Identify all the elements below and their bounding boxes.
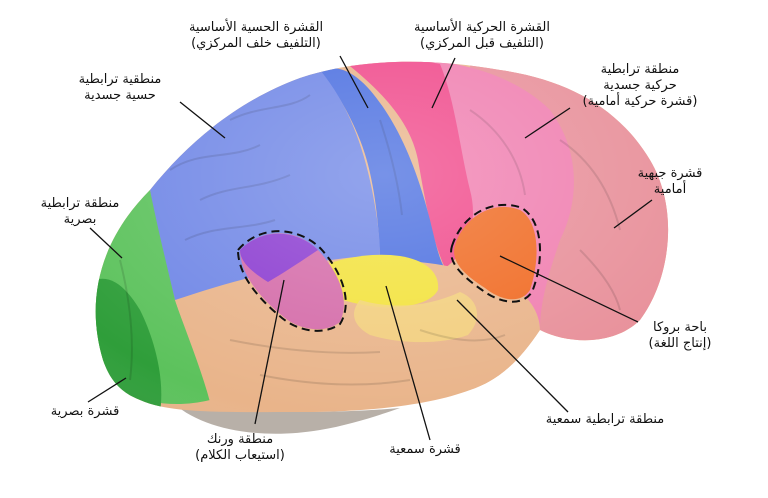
label-somatosensory-association-line1: منطقية ترابطية: [78, 72, 162, 87]
label-primary-somatosensory-line2: (التلفيف خلف المركزي): [191, 36, 321, 51]
label-prefrontal-line2: أمامية: [653, 182, 687, 197]
leader-motor-association: [524, 107, 571, 139]
label-primary-motor-line2: (التلفيف قبل المركزي): [420, 36, 544, 51]
leader-prefrontal: [613, 199, 653, 229]
label-somatosensory-association: منطقية ترابطية حسية جسدية: [55, 72, 185, 104]
label-primary-somatosensory: القشرة الحسية الأساسية (التلفيف خلف المر…: [166, 20, 346, 52]
label-visual-association-line1: منطقة ترابطية: [40, 196, 120, 211]
label-wernicke: منطقة ورنك (استيعاب الكلام): [170, 432, 310, 464]
leader-auditory-cortex: [385, 285, 431, 441]
label-auditory-cortex-line1: قشرة سمعية: [389, 442, 461, 457]
label-motor-association-line2: حركية جسدية: [603, 78, 677, 93]
leader-visual-cortex: [87, 377, 127, 403]
leader-lines: [87, 55, 653, 441]
label-motor-association-line3: (قشرة حركية أمامية): [582, 94, 698, 109]
label-motor-association: منطقة ترابطية حركية جسدية (قشرة حركية أم…: [560, 62, 720, 110]
leader-primary-motor: [431, 57, 456, 109]
label-visual-association: منطقة ترابطية بصرية: [20, 196, 140, 228]
label-primary-somatosensory-line1: القشرة الحسية الأساسية: [188, 20, 324, 35]
label-somatosensory-association-line2: حسية جسدية: [84, 88, 156, 103]
label-visual-association-line2: بصرية: [63, 212, 97, 227]
wernicke-dashed-outline: [236, 230, 347, 332]
label-auditory-association: منطقة ترابطية سمعية: [520, 412, 690, 428]
label-prefrontal: قشرة جبهية أمامية: [620, 166, 720, 198]
leader-visual-association: [89, 227, 123, 259]
leader-primary-somatosensory: [339, 55, 369, 109]
label-motor-association-line1: منطقة ترابطية: [600, 62, 680, 77]
label-auditory-cortex: قشرة سمعية: [370, 442, 480, 458]
leader-somatosensory-association: [179, 101, 226, 139]
label-visual-cortex: قشرة بصرية: [30, 404, 140, 420]
label-visual-cortex-line1: قشرة بصرية: [50, 404, 120, 419]
label-auditory-association-line1: منطقة ترابطية سمعية: [545, 412, 665, 427]
label-wernicke-line1: منطقة ورنك: [206, 432, 274, 447]
label-primary-motor: القشرة الحركية الأساسية (التلفيف قبل الم…: [392, 20, 572, 52]
label-broca: باحة بروكا (إنتاج اللغة): [620, 320, 740, 352]
broca-dashed-outline: [450, 203, 541, 303]
label-broca-line2: (إنتاج اللغة): [648, 336, 712, 351]
label-prefrontal-line1: قشرة جبهية: [637, 166, 703, 181]
leader-auditory-association: [456, 299, 569, 413]
label-primary-motor-line1: القشرة الحركية الأساسية: [414, 20, 550, 35]
label-wernicke-line2: (استيعاب الكلام): [195, 448, 285, 463]
leader-broca: [499, 255, 639, 323]
leader-wernicke: [254, 279, 285, 425]
label-broca-line1: باحة بروكا: [653, 320, 707, 335]
